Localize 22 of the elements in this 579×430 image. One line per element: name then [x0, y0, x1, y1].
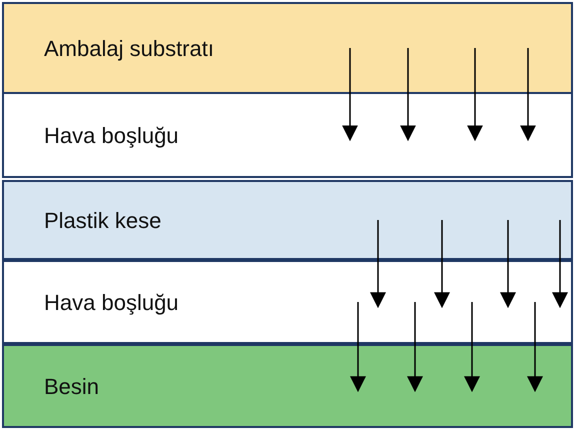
layer-band — [2, 260, 573, 344]
layer-label: Ambalaj substratı — [44, 36, 214, 62]
arrow — [350, 302, 366, 392]
layer-band — [2, 180, 573, 260]
arrow — [500, 220, 516, 308]
arrow — [370, 220, 386, 308]
layer-label: Hava boşluğu — [44, 123, 179, 149]
arrow — [527, 302, 543, 392]
arrow — [520, 48, 536, 142]
arrow — [400, 48, 416, 142]
layer-band — [2, 2, 573, 94]
layer-band — [2, 344, 573, 428]
arrow — [467, 48, 483, 142]
arrow — [552, 220, 568, 308]
arrow — [464, 302, 480, 392]
layer-label: Plastik kese — [44, 208, 162, 234]
arrow — [434, 220, 450, 308]
arrow — [407, 302, 423, 392]
layer-label: Hava boşluğu — [44, 290, 179, 316]
arrow — [342, 48, 358, 142]
layer-label: Besin — [44, 374, 100, 400]
layer-band — [2, 92, 573, 178]
